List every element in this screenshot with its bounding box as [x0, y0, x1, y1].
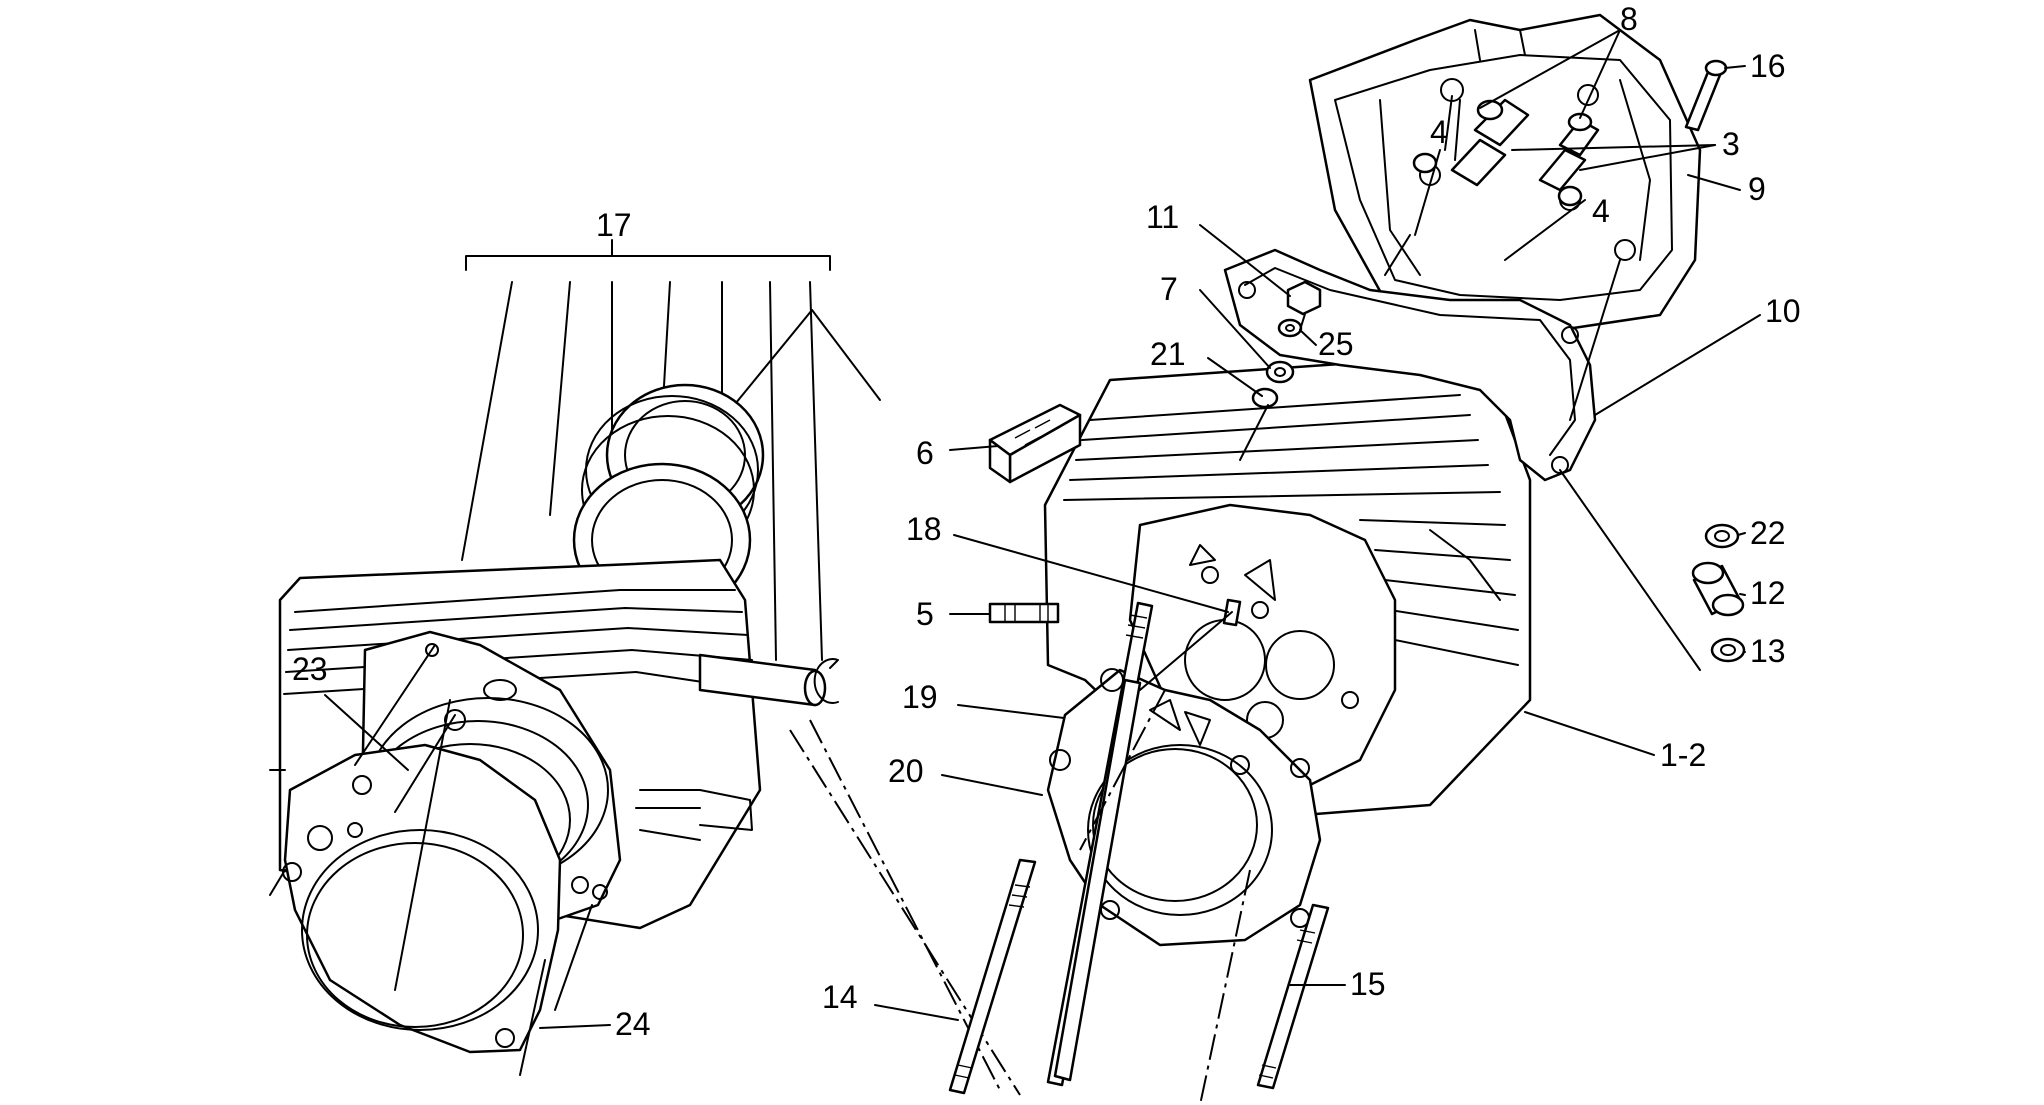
callout-18: 18 [906, 511, 942, 547]
callout-22: 22 [1750, 515, 1786, 551]
part-6-gauze [988, 403, 1082, 484]
callout-8: 8 [1620, 1, 1638, 37]
callout-16: 16 [1750, 48, 1786, 84]
bushing-group [1691, 523, 1746, 663]
callout-5: 5 [916, 596, 934, 632]
callout-4-upper: 4 [1430, 114, 1448, 150]
callout-labels: 17 8 16 4 3 4 9 11 10 7 25 21 6 22 18 12… [292, 1, 1801, 1042]
callout-24: 24 [615, 1006, 651, 1042]
cylinder-head-assembly [948, 353, 1532, 1105]
callout-14: 14 [822, 979, 858, 1015]
callout-3: 3 [1722, 126, 1740, 162]
leader-lines [324, 29, 1761, 1029]
callout-11: 11 [1146, 199, 1179, 235]
callout-10: 10 [1765, 293, 1801, 329]
cylinder-assembly [269, 239, 881, 1076]
callout-9: 9 [1748, 171, 1766, 207]
callout-20: 20 [888, 753, 924, 789]
callout-17: 17 [596, 207, 632, 243]
callout-19: 19 [902, 679, 938, 715]
callout-21: 21 [1150, 336, 1186, 372]
callout-7: 7 [1160, 271, 1178, 307]
callout-25: 25 [1318, 326, 1354, 362]
callout-13: 13 [1750, 633, 1786, 669]
callout-15: 15 [1350, 966, 1386, 1002]
callout-6: 6 [916, 435, 934, 471]
callout-23: 23 [292, 651, 328, 687]
callout-4-lower: 4 [1592, 193, 1610, 229]
callout-1-2: 1-2 [1660, 737, 1706, 773]
callout-12: 12 [1750, 575, 1786, 611]
